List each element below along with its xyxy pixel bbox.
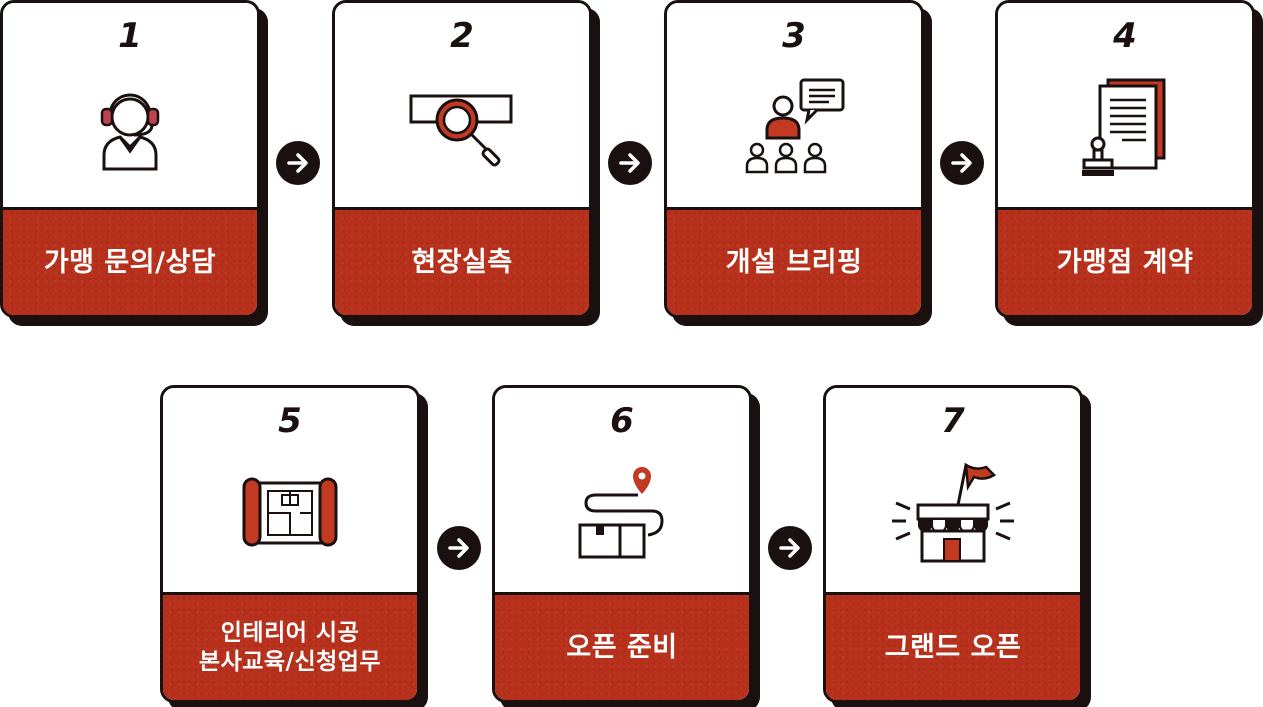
step-label: 개설 브리핑 bbox=[725, 246, 863, 278]
arrow-right-icon bbox=[608, 141, 652, 185]
headset-consultant-icon bbox=[100, 93, 160, 171]
step-number: 1 bbox=[118, 16, 142, 56]
step-card-6: 6 오픈 준비 bbox=[492, 385, 752, 703]
contract-stamp-icon bbox=[1082, 78, 1166, 176]
step-label: 가맹점 계약 bbox=[1056, 246, 1194, 278]
arrow-right-icon bbox=[437, 526, 481, 570]
delivery-route-icon bbox=[578, 467, 664, 559]
arrow-right-icon bbox=[940, 141, 984, 185]
step-label: 인테리어 시공 본사교육/신청업무 bbox=[198, 619, 382, 675]
step-number: 5 bbox=[278, 401, 302, 441]
step-card-7: 7 그랜드 오픈 bbox=[823, 385, 1083, 703]
step-number: 3 bbox=[782, 16, 806, 56]
step-card-4: 4 가맹점 계약 bbox=[995, 0, 1255, 318]
blueprint-icon bbox=[242, 477, 338, 547]
step-label: 오픈 준비 bbox=[566, 631, 678, 663]
step-label: 현장실측 bbox=[411, 246, 513, 278]
step-label: 그랜드 오픈 bbox=[884, 631, 1022, 663]
step-card-3: 3 개설 브리핑 bbox=[664, 0, 924, 318]
step-card-2: 2 현장실측 bbox=[332, 0, 592, 318]
step-card-1: 1 가맹 문의/상담 bbox=[0, 0, 260, 318]
magnifier-measure-icon bbox=[409, 94, 513, 167]
arrow-right-icon bbox=[276, 141, 320, 185]
arrow-right-icon bbox=[768, 526, 812, 570]
step-label: 가맹 문의/상담 bbox=[43, 246, 217, 278]
step-card-5: 5 인테리어 시공 본사교육/신청업무 bbox=[160, 385, 420, 703]
step-number: 4 bbox=[1113, 16, 1137, 56]
step-number: 7 bbox=[941, 401, 965, 441]
store-flag-icon bbox=[892, 462, 1014, 563]
step-number: 6 bbox=[610, 401, 634, 441]
presentation-briefing-icon bbox=[745, 78, 845, 174]
step-number: 2 bbox=[450, 16, 474, 56]
